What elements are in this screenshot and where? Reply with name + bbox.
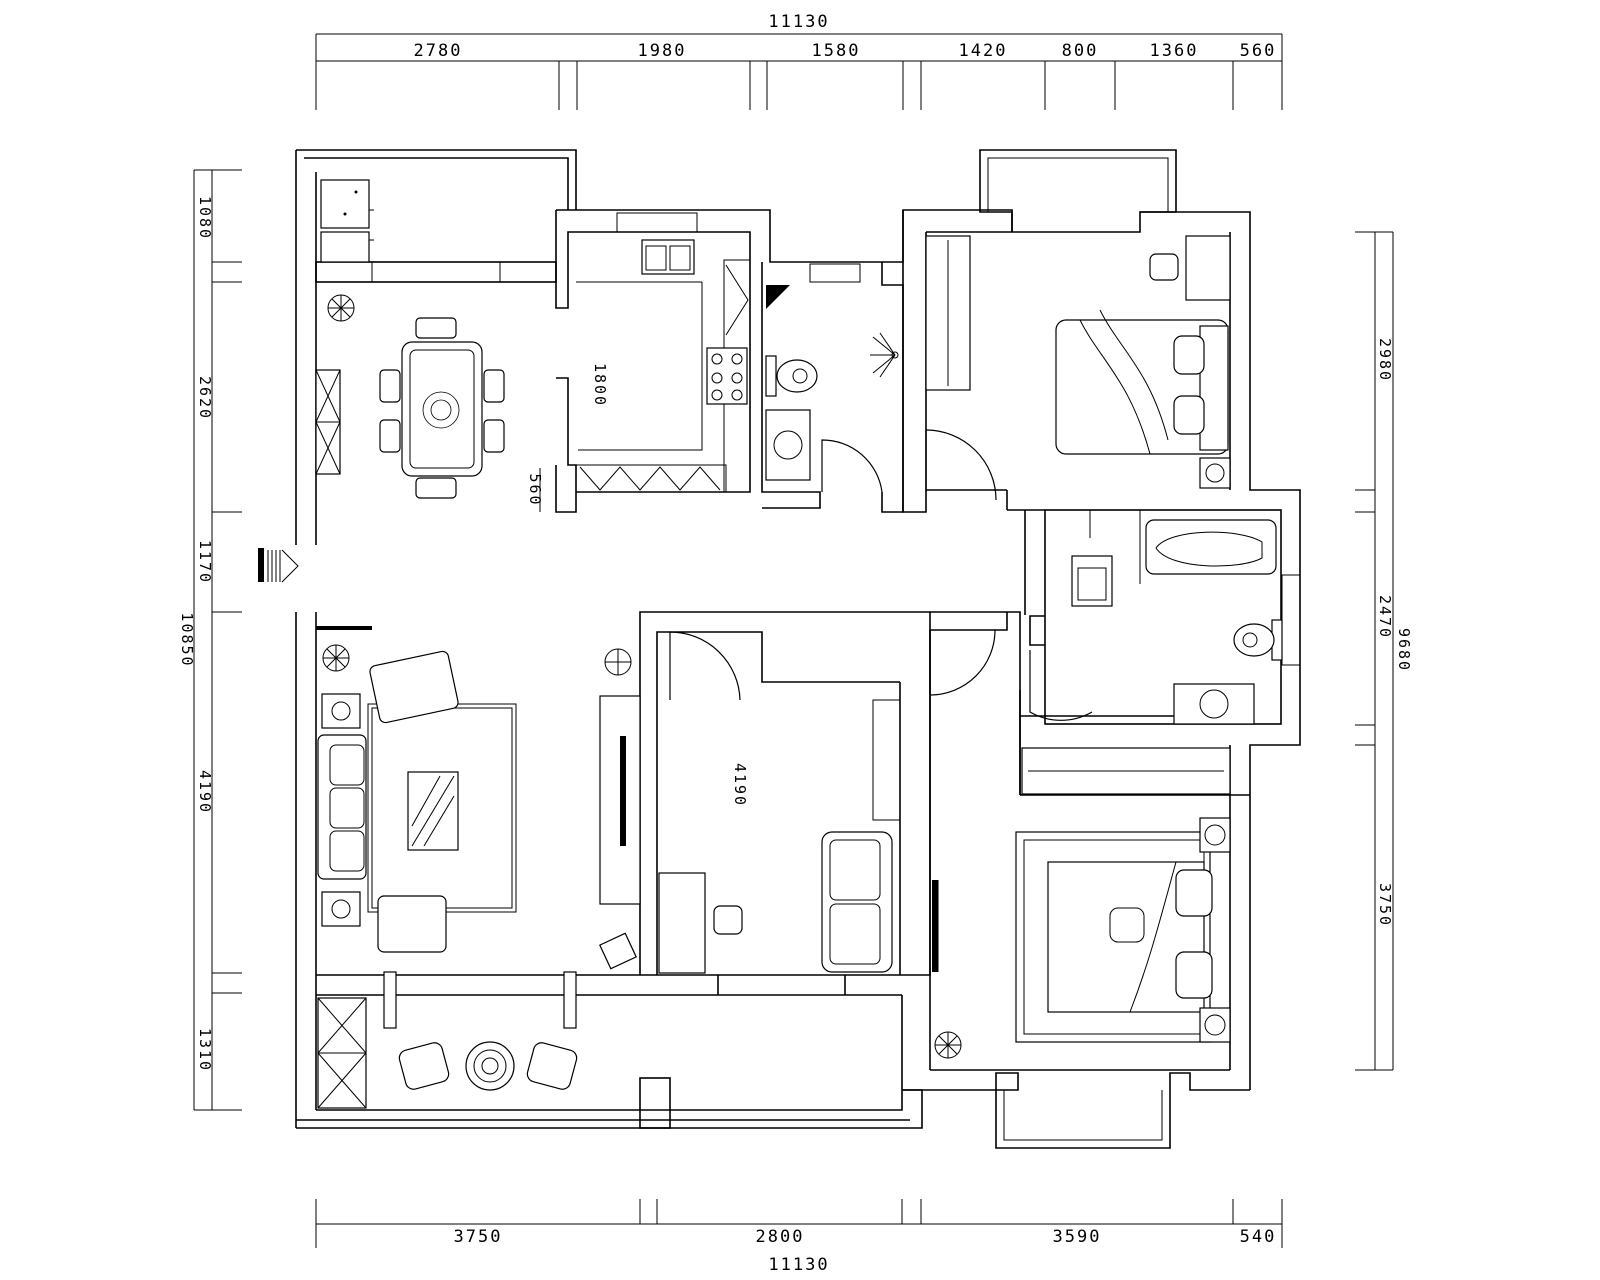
top-dimension-5: 800 — [1062, 41, 1099, 61]
sofa-icon — [317, 734, 367, 880]
left-dimension-1: 1080 — [196, 196, 214, 240]
bed-icon-2 — [1015, 831, 1213, 1043]
study-sofa — [821, 831, 893, 973]
washing-machine-icon — [320, 179, 374, 263]
top-dimension-7: 560 — [1240, 41, 1277, 61]
dining-table — [379, 317, 505, 499]
plant-icon-3 — [322, 644, 632, 676]
sink-icon — [765, 409, 811, 481]
desk-chair-icon-2 — [658, 872, 743, 974]
top-total-dimension: 11130 — [768, 12, 829, 32]
tv-icon — [599, 695, 641, 905]
nightstand — [1199, 457, 1231, 489]
bottom-dimension-4: 540 — [1240, 1227, 1277, 1247]
right-dimension-3: 3750 — [1376, 883, 1394, 927]
right-dimension-1: 2980 — [1376, 338, 1394, 382]
right-dimension-chain: 2980 2470 3750 9680 — [1355, 231, 1413, 1071]
coffee-table — [407, 771, 459, 851]
sink-icon-2 — [1173, 683, 1255, 725]
desk-chair-icon — [1149, 235, 1231, 301]
balcony-chairs — [398, 1041, 578, 1091]
toilet-icon — [765, 355, 818, 397]
side-table — [321, 693, 361, 729]
bottom-dimension-3: 3590 — [1053, 1227, 1102, 1247]
sideboard — [315, 369, 341, 475]
bed-icon — [1055, 309, 1229, 455]
washer-2 — [1071, 555, 1113, 607]
interior-walls — [315, 210, 1301, 1129]
plant-icon — [327, 294, 355, 322]
doors — [669, 429, 1093, 721]
bottom-dimension-chain: 3750 2800 3590 540 11130 — [315, 1199, 1283, 1275]
bathtub-icon — [1145, 519, 1277, 575]
stove-icon — [706, 347, 748, 405]
top-dimension-4: 1420 — [959, 41, 1008, 61]
left-dimension-5: 1310 — [196, 1028, 214, 1072]
entry-arrow-icon — [258, 548, 299, 583]
plant-icon-2 — [934, 1031, 962, 1059]
armchair — [369, 650, 459, 953]
side-table-2 — [321, 891, 361, 927]
toilet-icon-2 — [1233, 619, 1283, 661]
top-dimension-6: 1360 — [1150, 41, 1199, 61]
study-length-label: 4190 — [731, 763, 749, 807]
wardrobe-icon — [925, 235, 971, 391]
closet-hangers — [1021, 747, 1231, 795]
top-dimension-2: 1980 — [638, 41, 687, 61]
floor-lamp — [599, 932, 637, 970]
left-dimension-2: 2620 — [196, 376, 214, 420]
bottom-dimension-2: 2800 — [756, 1227, 805, 1247]
right-dimension-2: 2470 — [1376, 595, 1394, 639]
sliding-doors — [383, 971, 577, 1029]
left-dimension-chain: 1080 2620 1170 4190 1310 10850 — [178, 169, 242, 1111]
kitchen-counter — [575, 239, 751, 493]
left-total-dimension: 10850 — [178, 612, 196, 667]
balcony-cabinet — [317, 997, 367, 1109]
outer-walls — [295, 149, 1301, 1149]
bedroom-tv — [932, 880, 939, 972]
top-dimension-3: 1580 — [812, 41, 861, 61]
shower-icon — [870, 332, 899, 378]
left-dimension-3: 1170 — [196, 540, 214, 584]
dining-gap-label: 560 — [526, 473, 544, 506]
top-dimension-1: 2780 — [414, 41, 463, 61]
top-dimension-chain: 11130 2780 1980 1580 1420 800 1360 560 — [315, 12, 1283, 110]
left-dimension-4: 4190 — [196, 770, 214, 814]
bottom-total-dimension: 11130 — [768, 1255, 829, 1275]
right-total-dimension: 9680 — [1395, 628, 1413, 672]
kitchen-length-label: 1800 — [591, 363, 609, 407]
bottom-dimension-1: 3750 — [454, 1227, 503, 1247]
